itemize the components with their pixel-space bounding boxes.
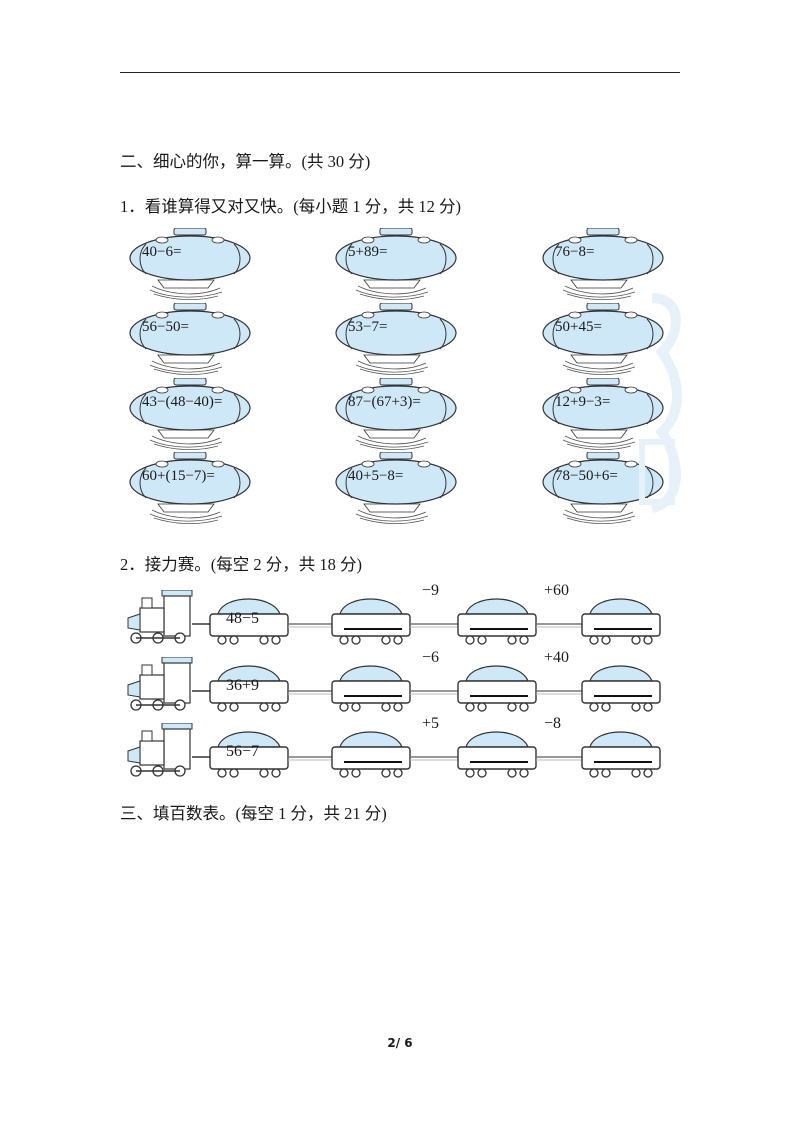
- lantern-icon: [129, 378, 251, 451]
- lantern-expression: 5+89=: [348, 244, 388, 260]
- lantern-problem: 12+9−3=: [541, 378, 665, 452]
- lantern-icon: [129, 303, 251, 376]
- lantern-expression: 53−7=: [348, 319, 388, 335]
- train-operation-1: −6: [422, 649, 440, 666]
- train-icon: [127, 590, 661, 645]
- page-number: 2/ 6: [387, 1036, 413, 1050]
- lantern-problem: 40−6=: [128, 228, 252, 302]
- train-operation-2: −8: [544, 715, 562, 732]
- lantern-expression: 43−(48−40)=: [142, 394, 223, 410]
- lantern-problem: 76−8=: [541, 228, 665, 302]
- lantern-expression: 12+9−3=: [555, 394, 611, 410]
- lantern-icon: [542, 378, 664, 451]
- lantern-expression: 40−6=: [142, 244, 182, 260]
- train-row: 48−5 −9 +60: [122, 582, 667, 650]
- lantern-problem: 50+45=: [541, 303, 665, 377]
- train-operation-2: +40: [544, 649, 570, 666]
- lantern-expression: 40+5−8=: [348, 468, 404, 484]
- train-row: 36+9 −6 +40: [122, 649, 667, 717]
- lantern-expression: 56−50=: [142, 319, 189, 335]
- lantern-expression: 78−50+6=: [555, 468, 618, 484]
- question-1-heading: 1．看谁算得又对又快。(每小题 1 分，共 12 分): [120, 197, 461, 216]
- lantern-icon: [542, 452, 664, 525]
- train-operation-1: +5: [422, 715, 440, 732]
- watermark-seal: [639, 293, 682, 513]
- lantern-problem: 60+(15−7)=: [128, 452, 252, 526]
- lantern-icon: [335, 452, 457, 525]
- lantern-problem: 5+89=: [334, 228, 458, 302]
- train-operation-1: −9: [422, 582, 440, 599]
- lantern-expression: 60+(15−7)=: [142, 468, 215, 484]
- lantern-problem: 40+5−8=: [334, 452, 458, 526]
- lantern-problem: 56−50=: [128, 303, 252, 377]
- lantern-problem: 43−(48−40)=: [128, 378, 252, 452]
- lantern-expression: 50+45=: [555, 319, 602, 335]
- lantern-icon: [542, 303, 664, 376]
- lantern-expression: 87−(67+3)=: [348, 394, 421, 410]
- lantern-icon: [335, 303, 457, 376]
- lantern-expression: 76−8=: [555, 244, 595, 260]
- train-icon: [127, 723, 661, 778]
- section-3-heading: 三、填百数表。(每空 1 分，共 21 分): [120, 804, 387, 823]
- train-operation-2: +60: [544, 582, 570, 599]
- lantern-icon: [335, 228, 457, 301]
- lantern-icon: [335, 378, 457, 451]
- train-icon: [127, 657, 661, 712]
- header-rule: [120, 72, 680, 73]
- lantern-problem: 78−50+6=: [541, 452, 665, 526]
- train-row: 56−7 +5 −8: [122, 715, 667, 783]
- section-2-heading: 二、细心的你，算一算。(共 30 分): [120, 152, 371, 171]
- question-2-heading: 2．接力赛。(每空 2 分，共 18 分): [120, 555, 362, 574]
- lantern-icon: [129, 228, 251, 301]
- train-start-expression: 56−7: [226, 743, 260, 760]
- lantern-icon: [129, 452, 251, 525]
- train-start-expression: 48−5: [226, 610, 260, 627]
- lantern-icon: [542, 228, 664, 301]
- lantern-problem: 87−(67+3)=: [334, 378, 458, 452]
- train-start-expression: 36+9: [226, 677, 260, 694]
- lantern-problem: 53−7=: [334, 303, 458, 377]
